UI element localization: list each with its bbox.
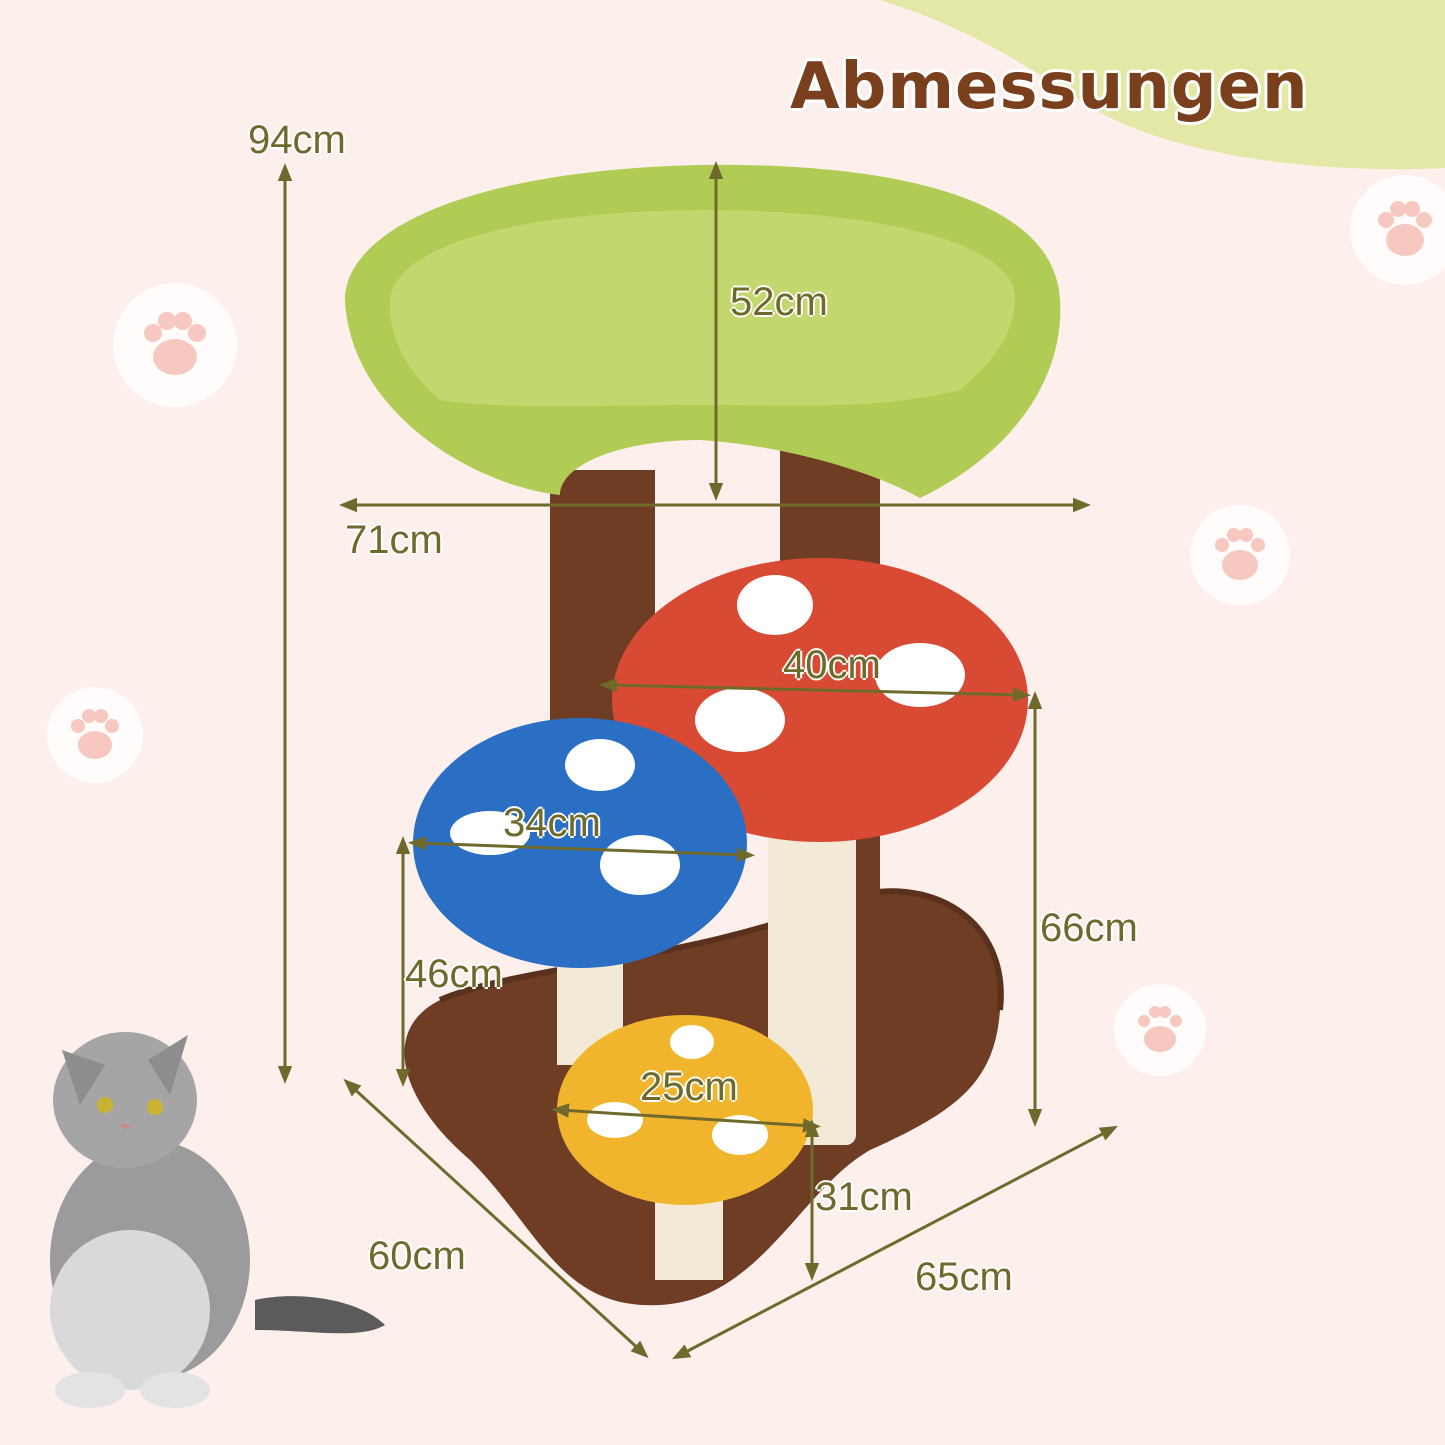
paw-decoration-4: [1114, 984, 1206, 1076]
paw-decoration-3: [1190, 505, 1290, 605]
base-depth-label: 60cm: [368, 1234, 466, 1278]
top-bed-width-label: 71cm: [345, 518, 443, 562]
paw-decoration-2: [47, 687, 143, 783]
base-width-label: 65cm: [915, 1255, 1013, 1299]
paw-decoration-5: [1350, 175, 1445, 285]
blue-platform-height-label: 46cm: [405, 952, 503, 996]
header-accent-shape: [880, 0, 1445, 170]
blue-platform-width-label: 34cm: [503, 801, 601, 845]
paw-decoration-1: [113, 283, 237, 407]
base-depth-dimension-line: [343, 1078, 649, 1359]
red-platform-width-dimension-line: [599, 678, 1031, 702]
blue-platform-width-dimension-line: [408, 836, 755, 862]
top-bed: [345, 164, 1061, 499]
yellow-platform-width-label: 25cm: [640, 1065, 738, 1109]
red-platform-height-label: 66cm: [1040, 906, 1138, 950]
tabby-cat-photo: [50, 1032, 385, 1408]
red-platform-width-label: 40cm: [783, 643, 881, 687]
top-bed-height-label: 52cm: [730, 280, 828, 324]
total-height-label: 94cm: [248, 118, 346, 162]
base-width-dimension-line: [672, 1125, 1118, 1360]
page-title: Abmessungen: [790, 50, 1309, 124]
yellow-platform-height-label: 31cm: [815, 1175, 913, 1219]
yellow-mushroom-platform: [557, 1015, 813, 1205]
